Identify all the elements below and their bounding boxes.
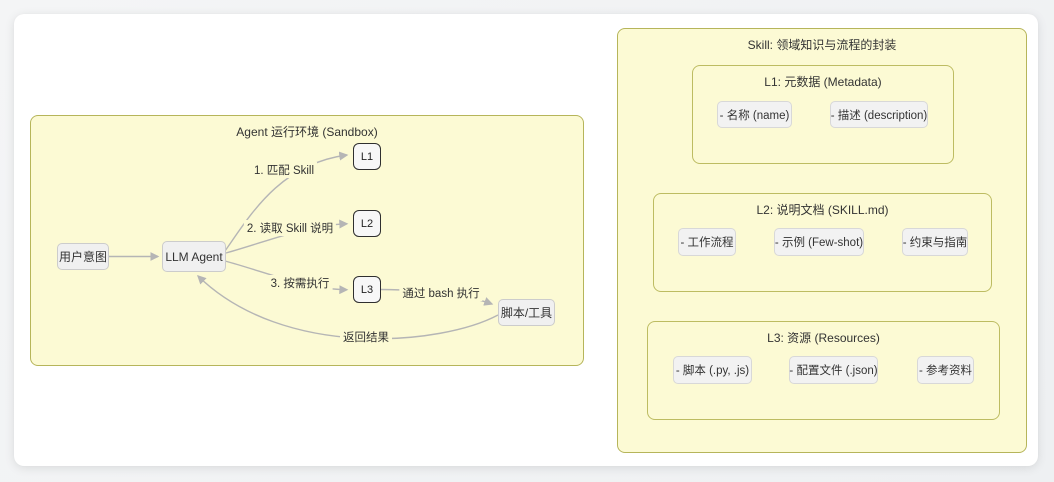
skill-cluster: Skill: 领域知识与流程的封装 L1: 元数据 (Metadata) - 名…	[617, 28, 1027, 453]
sandbox-cluster-title: Agent 运行环境 (Sandbox)	[236, 125, 378, 139]
skill-l2-section-title: L2: 说明文档 (SKILL.md)	[756, 203, 889, 217]
skill-cluster-title: Skill: 领域知识与流程的封装	[747, 38, 897, 52]
skill-l1-metadata-section: L1: 元数据 (Metadata) - 名称 (name) - 描述 (des…	[692, 65, 954, 164]
skill-item-config: - 配置文件 (.json)	[789, 356, 878, 384]
sandbox-cluster: Agent 运行环境 (Sandbox)	[30, 115, 584, 366]
node-l3: L3	[353, 276, 381, 303]
edge-label-read-skill: 2. 读取 Skill 说明	[243, 220, 337, 236]
node-user-intent: 用户意图	[57, 243, 109, 270]
diagram-card: Agent 运行环境 (Sandbox) Skill: 领域知识与流程的封装 L…	[14, 14, 1038, 466]
skill-l3-resources-section: L3: 资源 (Resources) - 脚本 (.py, .js) - 配置文…	[647, 321, 1000, 420]
skill-item-references: - 参考资料	[917, 356, 974, 384]
skill-item-workflow: - 工作流程	[678, 228, 736, 256]
skill-item-description: - 描述 (description)	[830, 101, 928, 128]
skill-l1-section-title: L1: 元数据 (Metadata)	[764, 75, 882, 89]
skill-item-name: - 名称 (name)	[717, 101, 792, 128]
skill-item-fewshot: - 示例 (Few-shot)	[774, 228, 864, 256]
skill-item-constraints: - 约束与指南	[902, 228, 968, 256]
node-script-tool: 脚本/工具	[498, 299, 555, 326]
node-l1: L1	[353, 143, 381, 170]
edge-label-exec-on-demand: 3. 按需执行	[267, 275, 333, 291]
skill-item-scripts: - 脚本 (.py, .js)	[673, 356, 752, 384]
node-l2: L2	[353, 210, 381, 237]
edge-label-return-result: 返回结果	[340, 329, 392, 345]
skill-l2-doc-section: L2: 说明文档 (SKILL.md) - 工作流程 - 示例 (Few-sho…	[653, 193, 992, 292]
edge-label-match-skill: 1. 匹配 Skill	[250, 162, 318, 178]
skill-l3-section-title: L3: 资源 (Resources)	[767, 331, 880, 345]
node-llm-agent: LLM Agent	[162, 241, 226, 272]
edge-label-via-bash: 通过 bash 执行	[399, 285, 483, 301]
